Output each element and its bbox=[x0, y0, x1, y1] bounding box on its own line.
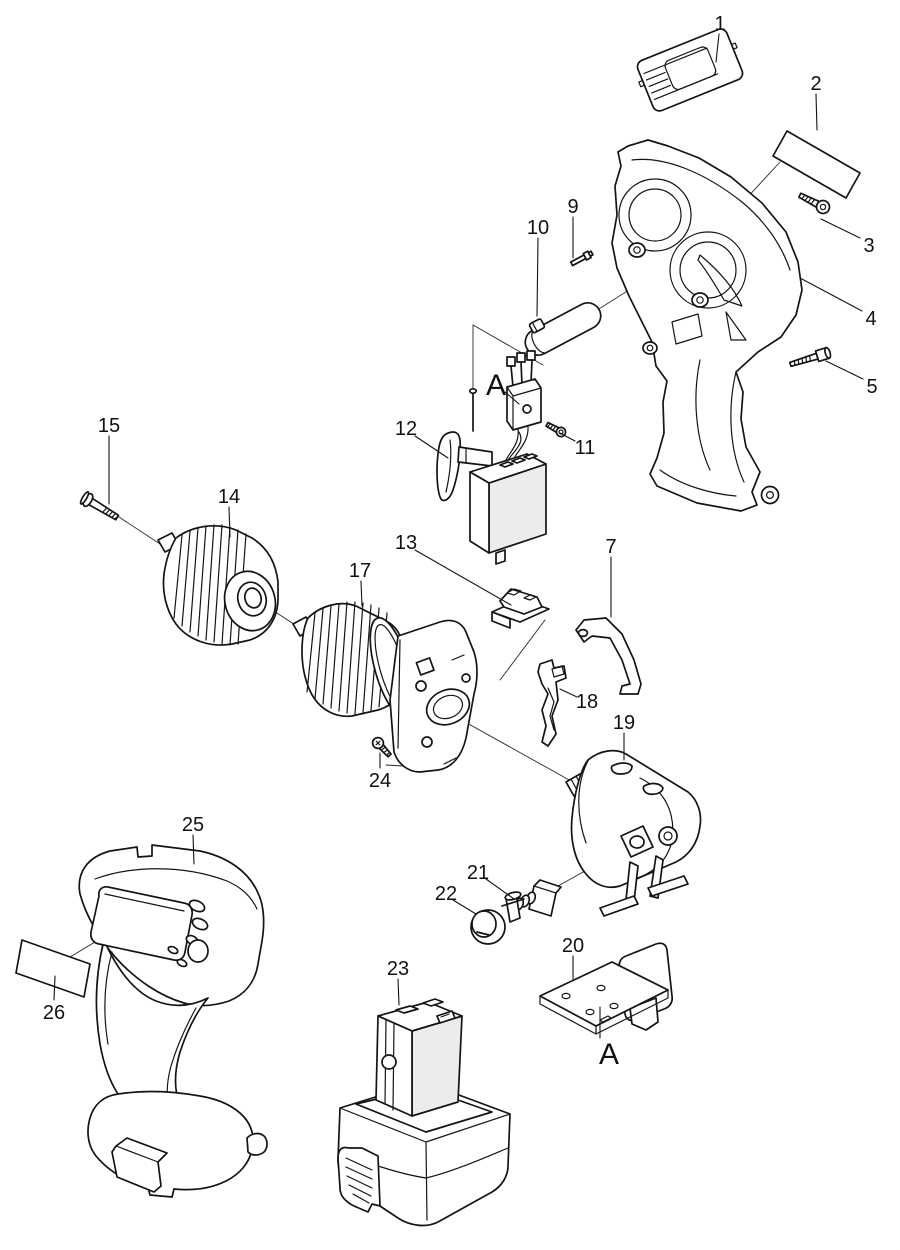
callout-18-14: 18 bbox=[576, 691, 598, 713]
callout-leader-18-14 bbox=[559, 688, 578, 698]
callout-leader-14-12 bbox=[228, 506, 231, 538]
callout-20-22: 20 bbox=[562, 935, 584, 957]
callout-17-13: 17 bbox=[349, 560, 371, 582]
part-26-label bbox=[15, 939, 91, 998]
callout-24-16: 24 bbox=[369, 770, 391, 792]
part-10-lock-bar bbox=[524, 302, 602, 356]
part-2-name-plate bbox=[772, 130, 861, 199]
section-marker-A-1: A bbox=[599, 1038, 619, 1071]
part-24-screw bbox=[371, 736, 392, 758]
callout-leader-26-18 bbox=[53, 975, 56, 1001]
callout-1-0: 1 bbox=[714, 13, 725, 35]
callout-10-6: 10 bbox=[527, 217, 549, 239]
part-7-strap bbox=[575, 617, 642, 695]
callout-leader-3-2 bbox=[820, 218, 861, 239]
part-3-screw bbox=[797, 192, 831, 215]
callout-22-20: 22 bbox=[435, 883, 457, 905]
callout-13-9: 13 bbox=[395, 532, 417, 554]
section-marker-A-0: A bbox=[486, 369, 506, 402]
part-14-chuck bbox=[157, 524, 279, 646]
callout-12-8: 12 bbox=[395, 418, 417, 440]
callout-leader-2-1 bbox=[815, 93, 818, 131]
callout-9-5: 9 bbox=[567, 196, 578, 218]
section-marker-leader-A-0 bbox=[504, 391, 520, 405]
callout-2-1: 2 bbox=[810, 73, 821, 95]
callout-leader-10-6 bbox=[536, 237, 539, 317]
part-11-screw bbox=[545, 421, 567, 438]
part-23-battery bbox=[337, 998, 511, 1227]
part-terminal-block bbox=[502, 350, 542, 469]
callout-leader-23-21 bbox=[397, 978, 400, 1006]
callout-7-10: 7 bbox=[605, 536, 616, 558]
callout-leader-21-19 bbox=[485, 878, 515, 900]
callout-leader-13-9 bbox=[414, 549, 512, 606]
callout-25-17: 25 bbox=[182, 814, 204, 836]
callout-leader-1-0 bbox=[715, 33, 720, 63]
callout-14-12: 14 bbox=[218, 486, 240, 508]
part-9-pin bbox=[569, 250, 594, 267]
callout-26-18: 26 bbox=[43, 1002, 65, 1024]
callout-4-3: 4 bbox=[865, 308, 876, 330]
callout-11-7: 11 bbox=[575, 437, 596, 459]
part-22-cap bbox=[470, 909, 506, 945]
part-21-coupling bbox=[501, 879, 562, 923]
part-20-bracket-plate bbox=[539, 942, 674, 1035]
callout-5-4: 5 bbox=[866, 376, 877, 398]
part-17-gear-assembly bbox=[292, 601, 478, 773]
callout-leader-25-17 bbox=[192, 834, 195, 865]
callout-leader-4-3 bbox=[799, 277, 863, 312]
callout-leader-5-4 bbox=[825, 360, 864, 380]
callout-19-15: 19 bbox=[613, 712, 635, 734]
callout-3-2: 3 bbox=[863, 235, 874, 257]
callout-15-11: 15 bbox=[98, 415, 120, 437]
callout-leader-22-20 bbox=[452, 899, 477, 915]
callout-23-21: 23 bbox=[387, 958, 409, 980]
part-19-motor bbox=[565, 749, 702, 917]
part-5-screw bbox=[788, 346, 832, 368]
part-25-housing-left bbox=[78, 844, 268, 1198]
part-1-cover-plate bbox=[636, 28, 744, 112]
part-18-lever bbox=[537, 659, 567, 747]
callout-leader-17-13 bbox=[360, 580, 363, 607]
part-13-bracket bbox=[491, 588, 550, 629]
callout-leader-11-7 bbox=[559, 432, 576, 442]
callout-21-19: 21 bbox=[467, 862, 489, 884]
part-4-housing-right bbox=[611, 139, 803, 512]
part-12-switch bbox=[436, 387, 547, 565]
part-15-screw bbox=[79, 491, 120, 521]
callout-leader-12-8 bbox=[414, 435, 449, 459]
